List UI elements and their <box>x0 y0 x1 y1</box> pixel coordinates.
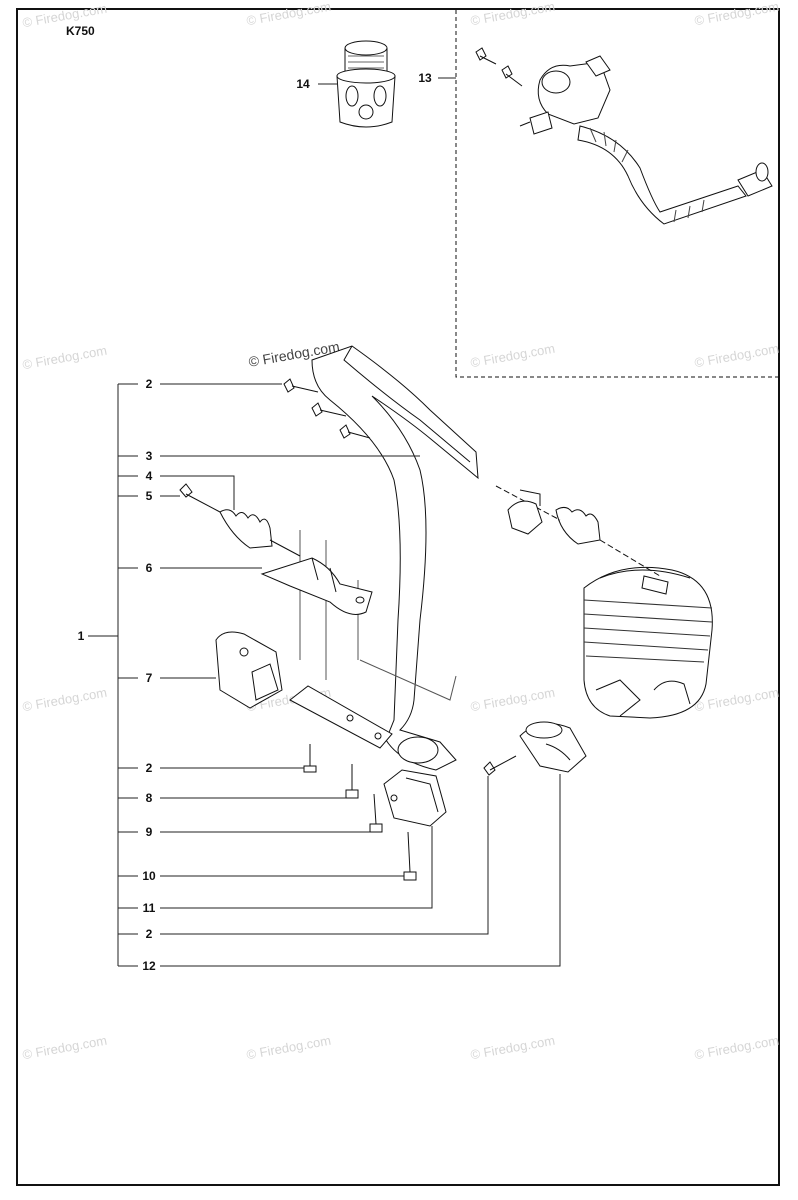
diagram-frame <box>16 8 780 1186</box>
part-2-screw-lower <box>303 744 317 773</box>
part-6-bracket <box>260 557 373 615</box>
part-10-screw <box>403 831 417 881</box>
callout-2: 2 <box>145 927 153 941</box>
part-4-spring <box>219 509 301 557</box>
part-11-rubber-block <box>383 769 447 827</box>
callout-4: 4 <box>145 469 153 483</box>
engine-cylinder <box>583 566 713 719</box>
dashed-assembly-box <box>455 10 780 378</box>
part-2-screw-bell <box>483 755 517 776</box>
callout-7: 7 <box>145 671 153 685</box>
leader-lines <box>88 77 561 967</box>
callout-2: 2 <box>145 377 153 391</box>
callout-10: 10 <box>142 869 156 883</box>
vibration-spring-right <box>495 485 661 577</box>
callout-1: 1 <box>77 629 85 643</box>
part-3-handle-tube <box>299 345 479 771</box>
model-label: K750 <box>66 24 95 38</box>
part-12-bell-mount <box>519 721 587 773</box>
callout-8: 8 <box>145 791 153 805</box>
mounting-plate <box>289 685 393 749</box>
callout-13: 13 <box>418 71 432 85</box>
part-9-screw <box>369 793 383 833</box>
callout-3: 3 <box>145 449 153 463</box>
part-7-rubber-mount <box>215 631 283 709</box>
part-13-handle-hose <box>475 47 773 225</box>
callout-2: 2 <box>145 761 153 775</box>
callout-6: 6 <box>145 561 153 575</box>
callout-11: 11 <box>142 901 156 915</box>
part-8-screw <box>345 764 359 799</box>
callout-5: 5 <box>145 489 153 503</box>
callout-14: 14 <box>296 77 310 91</box>
part-2-screws-top <box>283 378 371 439</box>
callout-12: 12 <box>142 959 156 973</box>
part-5-screw <box>179 483 221 513</box>
part-14-sleeve <box>336 40 396 128</box>
callout-9: 9 <box>145 825 153 839</box>
